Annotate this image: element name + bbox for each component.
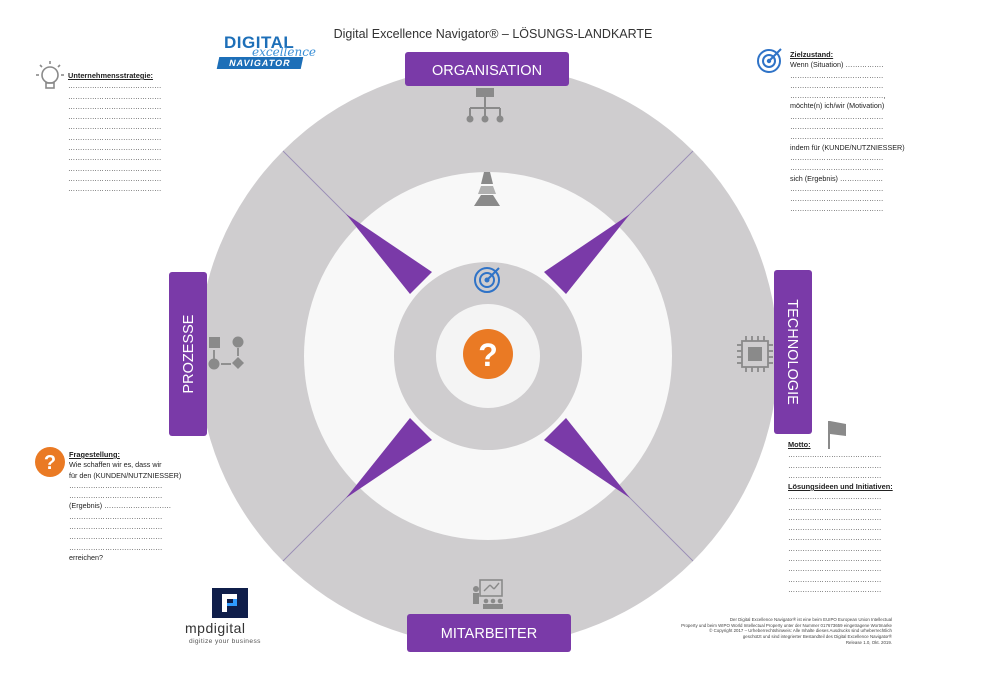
target-state-heading: Zielzustand: — [790, 50, 834, 59]
ideas-line: ………………………………… — [788, 574, 882, 584]
purple-wedges — [346, 214, 630, 498]
process-flow-icon — [208, 336, 244, 370]
ideas-line: ………………………………… — [788, 533, 882, 543]
target-state-line: möchte(n) ich/wir (Motivation) — [790, 101, 885, 111]
target-state-panel: Zielzustand: Wenn (Situation) …………….…………… — [790, 50, 930, 215]
lightbulb-icon — [36, 61, 64, 89]
ideas-line: ………………………………… — [788, 492, 882, 502]
motto-line: ………………………………… — [788, 460, 882, 470]
motto-panel: Motto: ………………………………………………………………………………………… — [788, 440, 908, 481]
target-state-line: ………………………………… — [790, 80, 884, 90]
page-title: Digital Excellence Navigator® – LÖSUNGS-… — [333, 27, 653, 41]
target-state-line: ………………………………… — [790, 152, 884, 162]
dimension-technologie[interactable]: TECHNOLOGIE — [774, 270, 812, 434]
question-line: ………………………………… — [69, 522, 163, 532]
ideas-line: ………………………………… — [788, 554, 882, 564]
strategy-line: ………………………………… — [68, 101, 162, 111]
company-tagline: digitize your business — [189, 638, 261, 645]
legal-line: Release 1.0, Okt. 2019. — [845, 639, 892, 645]
ideas-line: ………………………………… — [788, 523, 882, 533]
motto-line: ………………………………… — [788, 470, 882, 480]
target-state-line: indem für (KUNDE/NUTZNIESSER) — [790, 142, 905, 152]
flag-icon — [828, 421, 846, 449]
ideas-panel: Lösungsideen und Initiativen: …………………………… — [788, 482, 908, 595]
question-line: ………………………………… — [69, 511, 163, 521]
dimension-organisation[interactable]: ORGANISATION — [405, 52, 569, 86]
target-icon — [474, 267, 500, 293]
ideas-line: ………………………………… — [788, 543, 882, 553]
ideas-lines: …………………………………………………………………………………………………………… — [788, 492, 908, 595]
strategy-line: ………………………………… — [68, 91, 162, 101]
strategy-line: ………………………………… — [68, 173, 162, 183]
motto-heading: Motto: — [788, 440, 811, 449]
question-line: ………………………………… — [69, 532, 163, 542]
question-line: (Ergebnis) ………………………. — [69, 501, 171, 511]
question-icon: ? — [35, 447, 65, 477]
presenter-icon — [473, 579, 503, 609]
company-name: mpdigital — [185, 620, 246, 636]
dimension-mitarbeiter[interactable]: MITARBEITER — [407, 614, 571, 652]
strategy-line: ………………………………… — [68, 153, 162, 163]
question-line: ………………………………… — [69, 480, 163, 490]
ideas-line: ………………………………… — [788, 512, 882, 522]
digital-excellence-navigator-logo: DIGITAL excellence NAVIGATOR — [216, 33, 316, 71]
dimension-label-top: ORGANISATION — [432, 63, 542, 79]
question-line: für den (KUNDEN/NUTZNIESSER) — [69, 470, 182, 480]
legal-line: © Copyright 2017 – Urheberrechtshinweis:… — [709, 628, 892, 634]
legal-line: Property und beim WIPO World Intellectua… — [681, 622, 892, 628]
question-line: ………………………………… — [69, 542, 163, 552]
strategy-line: ………………………………… — [68, 112, 162, 122]
strategy-line: ………………………………… — [68, 163, 162, 173]
target-state-line: ………………………………… — [790, 204, 884, 214]
strategy-line: ………………………………… — [68, 122, 162, 132]
target-state-line: ………………………………… — [790, 132, 884, 142]
target-state-line: …………………………………, — [790, 91, 886, 101]
question-panel: Fragestellung: Wie schaffen wir es, dass… — [69, 450, 189, 563]
dimension-label-left: PROZESSE — [181, 314, 197, 393]
target-icon — [757, 48, 782, 73]
target-state-line: ………………………………… — [790, 163, 884, 173]
target-state-line: ………………………………… — [790, 111, 884, 121]
strategy-line: ………………………………… — [68, 143, 162, 153]
traffic-cone-icon — [474, 172, 500, 206]
dimension-label-right: TECHNOLOGIE — [784, 299, 800, 405]
target-state-lines: Wenn (Situation) …………….……………………………………………… — [790, 60, 930, 214]
strategy-heading: Unternehmensstrategie: — [68, 71, 154, 80]
target-state-line: ………………………………… — [790, 183, 884, 193]
motto-line: ………………………………… — [788, 450, 882, 460]
strategy-panel: Unternehmensstrategie: ……………………………………………… — [68, 71, 178, 195]
dimension-prozesse[interactable]: PROZESSE — [169, 272, 207, 436]
motto-lines: ……………………………………………………………………………………………………… — [788, 450, 908, 481]
question-icon — [463, 329, 513, 379]
target-state-line: Wenn (Situation) ……………. — [790, 60, 884, 70]
target-state-line: ………………………………… — [790, 194, 884, 204]
svg-text:?: ? — [44, 452, 56, 474]
ideas-line: ………………………………… — [788, 584, 882, 594]
strategy-line: ………………………………… — [68, 184, 162, 194]
target-state-line: ………………………………… — [790, 122, 884, 132]
hierarchy-icon — [466, 88, 504, 123]
mpdigital-logo-icon — [212, 588, 248, 618]
strategy-line: ………………………………… — [68, 81, 162, 91]
legal-line: Der Digital Excellence Navigator® ist ei… — [729, 617, 892, 622]
ideas-heading: Lösungsideen und Initiativen: — [788, 482, 893, 491]
target-state-line: sich (Ergebnis) ……………… — [790, 173, 884, 183]
question-line: erreichen? — [69, 552, 103, 562]
strategy-line: ………………………………… — [68, 132, 162, 142]
dimension-label-bottom: MITARBEITER — [441, 626, 537, 642]
question-heading: Fragestellung: — [69, 450, 120, 459]
center-question-mark: ? — [478, 337, 498, 373]
question-line: Wie schaffen wir es, dass wir — [69, 460, 162, 470]
ideas-line: ………………………………… — [788, 564, 882, 574]
chip-icon — [737, 336, 773, 372]
target-state-line: ………………………………… — [790, 70, 884, 80]
question-line: ………………………………… — [69, 491, 163, 501]
ideas-line: ………………………………… — [788, 502, 882, 512]
strategy-lines: …………………………………………………………………………………………………………… — [68, 81, 178, 194]
legal-notice: Der Digital Excellence Navigator® ist ei… — [630, 617, 892, 646]
legal-line: geschützt und sind integrierter Bestandt… — [742, 634, 892, 640]
